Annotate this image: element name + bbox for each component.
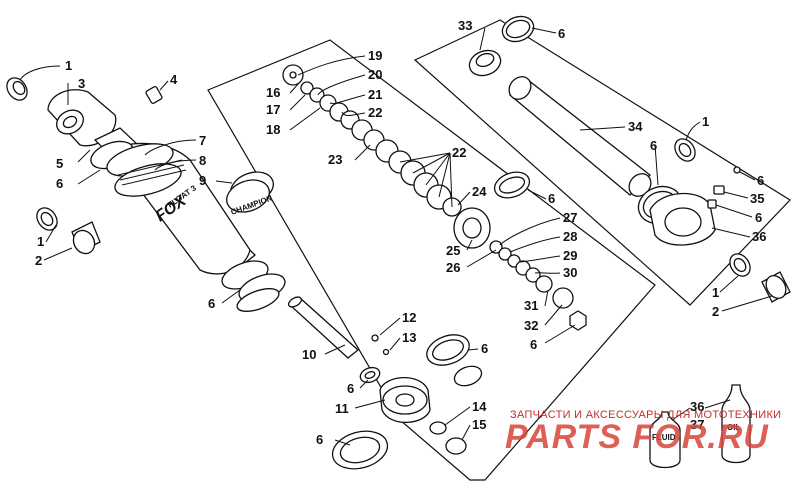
- callout-26: 26: [446, 260, 460, 275]
- callout-33: 33: [458, 18, 472, 33]
- callout-1-res: 1: [702, 114, 709, 129]
- callout-2: 2: [35, 253, 42, 268]
- callout-13: 13: [402, 330, 416, 345]
- callout-10: 10: [302, 347, 316, 362]
- callout-6-top: 6: [558, 26, 565, 41]
- callout-22-top: 22: [368, 105, 382, 120]
- main-shock: FOX FLOAT 3 CHAMPION: [6, 77, 286, 312]
- watermark: ЗАПЧАСТИ И АКСЕССУАРЫ ДЛЯ МОТОТЕХНИКИ PA…: [505, 409, 781, 456]
- reservoir: [468, 15, 791, 303]
- watermark-logo: PARTS FOR.RU: [505, 418, 769, 456]
- callout-4: 4: [170, 72, 178, 87]
- callout-31: 31: [524, 298, 538, 313]
- callout-18: 18: [266, 122, 280, 137]
- callout-21: 21: [368, 87, 382, 102]
- callout-1: 1: [65, 58, 72, 73]
- callout-17: 17: [266, 102, 280, 117]
- callout-6-res: 6: [650, 138, 657, 153]
- bottle-oil-label: OIL: [727, 423, 740, 432]
- callout-34: 34: [628, 119, 643, 134]
- callout-23: 23: [328, 152, 342, 167]
- callout-8: 8: [199, 153, 206, 168]
- callout-32: 32: [524, 318, 538, 333]
- callout-37: 37: [690, 417, 704, 432]
- callout-6-bearing: 6: [347, 381, 354, 396]
- callout-6: 6: [56, 176, 63, 191]
- callout-28: 28: [563, 229, 577, 244]
- callout-1-res-lower: 1: [712, 285, 719, 300]
- callout-6-seal: 6: [481, 341, 488, 356]
- callout-9: 9: [199, 173, 206, 188]
- callout-22-right: 22: [452, 145, 466, 160]
- callout-25: 25: [446, 243, 460, 258]
- callout-29: 29: [563, 248, 577, 263]
- callout-36-res: 36: [752, 229, 766, 244]
- callout-20: 20: [368, 67, 382, 82]
- callout-27: 27: [563, 210, 577, 225]
- callout-5: 5: [56, 156, 63, 171]
- callout-6-valve: 6: [757, 173, 764, 188]
- callout-6-lower: 6: [208, 296, 215, 311]
- callout-7: 7: [199, 133, 206, 148]
- callout-3: 3: [78, 76, 85, 91]
- callout-30: 30: [563, 265, 577, 280]
- callout-14: 14: [472, 399, 487, 414]
- callout-2-res: 2: [712, 304, 719, 319]
- callout-11: 11: [335, 401, 349, 416]
- callout-6-cap: 6: [316, 432, 323, 447]
- watermark-subtitle: ЗАПЧАСТИ И АКСЕССУАРЫ ДЛЯ МОТОТЕХНИКИ: [510, 409, 781, 421]
- fluid-bottles: FLUID OIL: [649, 384, 751, 469]
- callout-19: 19: [368, 48, 382, 63]
- callout-6-cap-res: 6: [755, 210, 762, 225]
- callout-24: 24: [472, 184, 487, 199]
- callout-35: 35: [750, 191, 764, 206]
- leader-lines: [19, 27, 773, 446]
- callout-1-lower: 1: [37, 234, 44, 249]
- bottle-fluid-label: FLUID: [652, 433, 676, 442]
- callout-12: 12: [402, 310, 416, 325]
- callout-labels: 1 3 4 5 6 7 8 9 1 2 6 10 6 11 12 13 6 14…: [35, 18, 766, 447]
- callout-36-bottle: 36: [690, 399, 704, 414]
- callout-16: 16: [266, 85, 280, 100]
- shaft-parts: [287, 296, 483, 470]
- callout-6-nut: 6: [530, 337, 537, 352]
- callout-6-ring: 6: [548, 191, 555, 206]
- panel-reservoir-assembly: [413, 19, 791, 306]
- callout-15: 15: [472, 417, 486, 432]
